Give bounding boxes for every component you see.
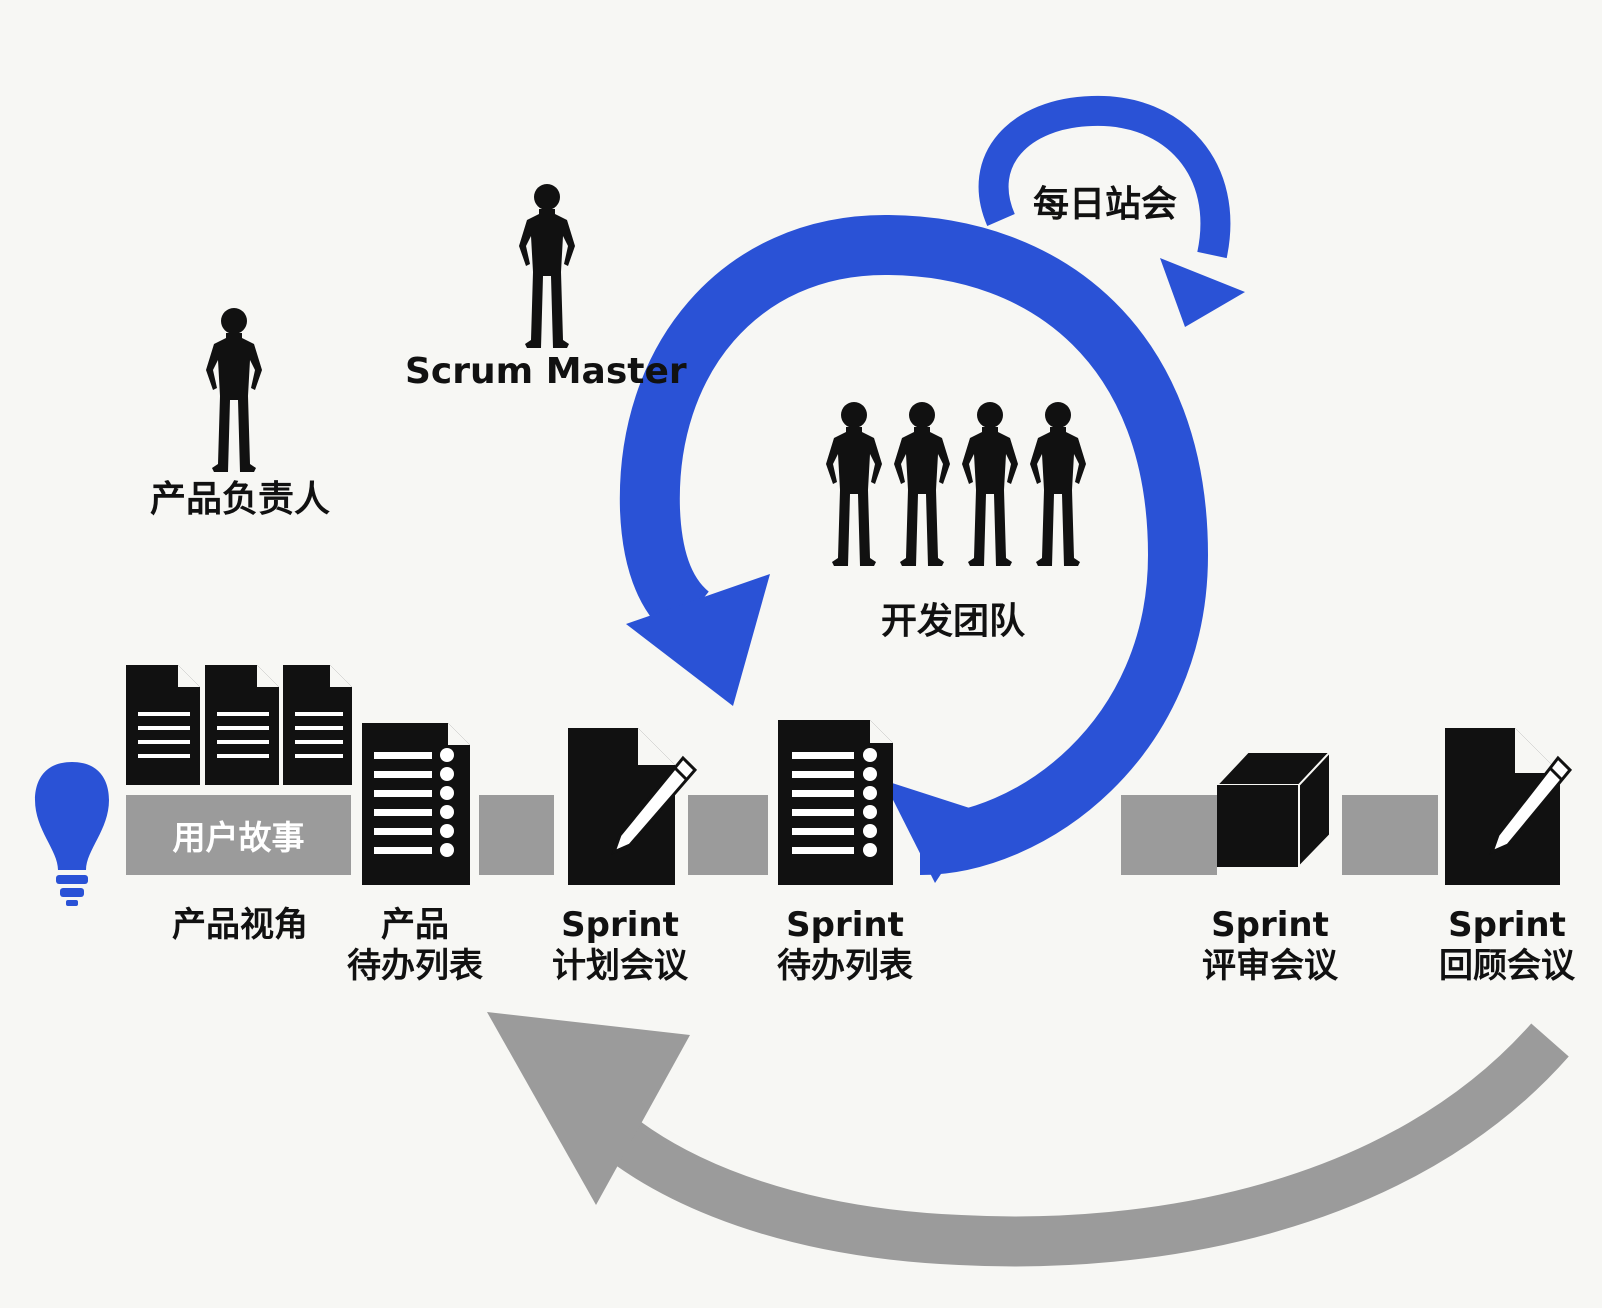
sprint-planning-edit-document-icon <box>568 728 698 885</box>
sprint-cycle-arrow <box>619 214 1209 883</box>
sprint-planning-line2: 计划会议 <box>552 946 688 987</box>
sprint-review-line1: Sprint <box>1211 905 1329 945</box>
sprint-planning-label: Sprint 计划会议 <box>540 905 700 988</box>
developer-icon <box>962 402 1018 566</box>
flow-connectors <box>126 795 1438 875</box>
sprint-retrospective-edit-document-icon <box>1445 728 1573 885</box>
sprint-backlog-line1: Sprint <box>786 905 904 945</box>
user-stories-label: 用户故事 <box>172 818 305 857</box>
sprint-planning-line1: Sprint <box>561 905 679 945</box>
developer-icon <box>1030 402 1086 566</box>
return-arrow <box>487 1012 1569 1267</box>
product-vision-label: 产品视角 <box>172 905 308 945</box>
scrum-master-label: Scrum Master <box>405 351 687 392</box>
sprint-backlog-label: Sprint 待办列表 <box>760 905 930 988</box>
sprint-retrospective-line2: 回顾会议 <box>1439 946 1575 987</box>
product-backlog-label: 产品 待办列表 <box>330 905 500 988</box>
product-backlog-line1: 产品 <box>381 905 449 945</box>
product-owner-label: 产品负责人 <box>149 479 330 520</box>
dev-team-label: 开发团队 <box>880 601 1025 642</box>
developer-icon <box>826 402 882 566</box>
daily-standup-arrow <box>978 95 1245 327</box>
product-owner-icon <box>206 308 262 472</box>
product-backlog-checklist-icon <box>362 723 470 885</box>
user-stories-documents <box>126 665 352 785</box>
sprint-backlog-checklist-icon <box>778 720 893 885</box>
sprint-review-label: Sprint 评审会议 <box>1185 905 1355 988</box>
product-backlog-line2: 待办列表 <box>347 946 483 987</box>
scrum-master-icon <box>519 184 575 348</box>
daily-standup-label: 每日站会 <box>1032 184 1177 225</box>
increment-cube-icon <box>1214 749 1333 870</box>
sprint-retrospective-line1: Sprint <box>1448 905 1566 945</box>
sprint-review-line2: 评审会议 <box>1202 946 1338 987</box>
lightbulb-icon <box>35 762 109 906</box>
sprint-backlog-line2: 待办列表 <box>777 946 913 987</box>
developer-icon <box>894 402 950 566</box>
sprint-retrospective-label: Sprint 回顾会议 <box>1422 905 1592 988</box>
